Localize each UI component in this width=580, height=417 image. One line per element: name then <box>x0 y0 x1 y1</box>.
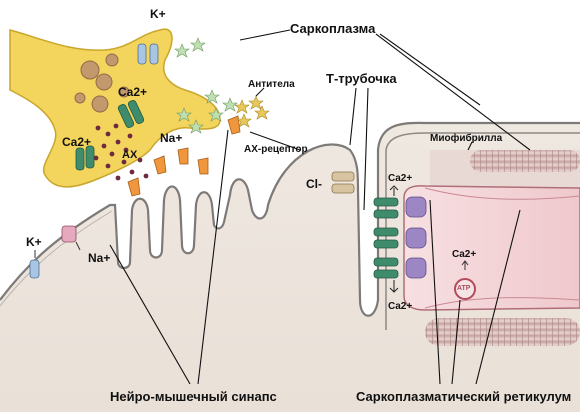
cl-minus-label: Cl- <box>306 178 322 190</box>
ca2-presyn-left-label: Ca2+ <box>62 136 91 148</box>
na-plus-left-label: Na+ <box>88 252 110 264</box>
ca2-cytosol-label: Ca2+ <box>452 250 476 260</box>
sarcoplasm-label: Саркоплазма <box>290 22 375 35</box>
k-plus-top-label: K+ <box>150 8 166 20</box>
ca2-sr-top-label: Ca2+ <box>388 174 412 184</box>
sr-release-channels <box>406 197 426 278</box>
ca2-sr-bottom-label: Ca2+ <box>388 302 412 312</box>
atp-label: ATP <box>457 285 470 292</box>
ca2-presyn-top-label: Ca2+ <box>118 86 147 98</box>
myofibril-bottom <box>425 318 580 346</box>
nerve-terminal <box>10 29 220 187</box>
myofibril-top <box>470 150 580 172</box>
antibody-stars <box>235 96 269 127</box>
sr-label: Саркоплазматический ретикулум <box>356 390 571 403</box>
antibodies-label: Антитела <box>248 80 295 90</box>
myofibril-label: Миофибрилла <box>430 134 502 144</box>
t-tubule-label: Т-трубочка <box>326 72 397 85</box>
ach-label: AX <box>122 150 137 161</box>
nmj-label: Нейро-мышечный синапс <box>110 390 277 403</box>
na-plus-synapse-label: Na+ <box>160 132 182 144</box>
ach-receptor-label: AX-рецептор <box>244 145 308 155</box>
k-channel-left <box>30 250 39 278</box>
k-plus-left-label: K+ <box>26 236 42 248</box>
